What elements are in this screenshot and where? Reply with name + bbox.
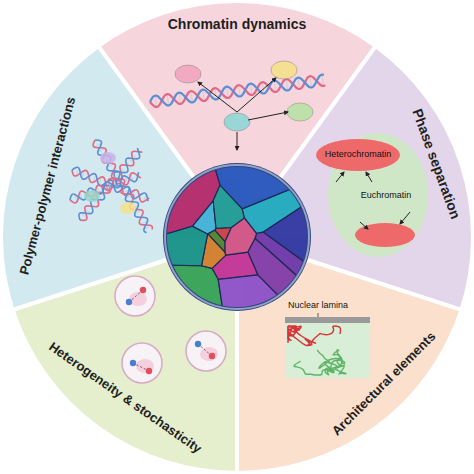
sector-fill [237, 237, 461, 473]
cell [186, 331, 226, 371]
condensation-arrow [360, 222, 368, 229]
protein-blob [224, 113, 250, 131]
cell [115, 276, 155, 316]
protein-blob [175, 65, 201, 83]
chromatin-fiber [325, 350, 345, 375]
helix-rung [239, 85, 240, 97]
phase-separation-art [316, 133, 428, 257]
condensation-arrow [400, 212, 410, 224]
dna-strand [79, 148, 140, 220]
sector-heading: Chromatin dynamics [168, 17, 306, 32]
helix-rung [227, 86, 228, 98]
helix-rung [310, 76, 311, 88]
heterochromatin-blob [316, 139, 400, 171]
helix-rung [167, 94, 168, 106]
nucleus-rim [165, 165, 309, 309]
helix-rung [250, 83, 251, 95]
chromatin-patch [200, 347, 218, 361]
locus-dot [140, 287, 146, 293]
helix-rung [155, 95, 156, 107]
chromosome-territory [248, 238, 313, 313]
condensation-arrow [366, 172, 372, 182]
protein-blob [84, 190, 100, 202]
protein-blob [271, 61, 297, 79]
heterochromatin-blob [355, 223, 415, 247]
dna-strand [150, 76, 325, 107]
chromatin-dynamics-art [150, 61, 325, 150]
protein-blob [287, 103, 313, 121]
lamina-band [285, 317, 370, 323]
motion-arrow [237, 78, 276, 112]
locus-dot [146, 368, 152, 374]
dna-strand [70, 173, 141, 203]
nucleus [161, 161, 313, 313]
helix-rung [274, 80, 275, 92]
helix-rung [215, 88, 216, 100]
sector-fill [13, 237, 237, 473]
dna-strand [150, 75, 324, 106]
chromatin-fiber [288, 326, 341, 346]
nuclear-interior [285, 322, 370, 378]
condensation-arrow [336, 172, 344, 182]
region-label: Euchromatin [361, 191, 412, 201]
cell [122, 343, 162, 383]
polymer-art [70, 140, 152, 233]
dna-strand [72, 167, 148, 201]
locus-dot [195, 341, 201, 347]
helix-rung [286, 79, 287, 91]
helix-rung [191, 91, 192, 103]
motion-arrow [198, 82, 237, 112]
chromatin-patch [129, 292, 147, 306]
helix-rung [262, 82, 263, 94]
chromosome-territory [213, 185, 244, 228]
chromosome-territory [208, 230, 225, 252]
sector-heading: Polymer-polymer interactions [17, 96, 78, 277]
dna-strand [70, 172, 139, 200]
protein-blob [120, 202, 136, 214]
protein-blob [100, 152, 116, 164]
helix-rung [203, 89, 204, 101]
locus-dot [126, 299, 132, 305]
helix-rung [179, 92, 180, 104]
chromosome-territory [161, 161, 220, 236]
leader-line [318, 313, 319, 317]
helix-rung [322, 74, 323, 86]
architectural-art [285, 313, 370, 378]
dna-strand [93, 140, 152, 229]
helix-rung [298, 77, 299, 89]
motion-arrow [237, 132, 238, 150]
motion-arrow [248, 112, 288, 120]
region-label: Heterochromatin [325, 150, 392, 160]
region-label: Nuclear lamina [288, 301, 348, 311]
locus-dot [209, 353, 215, 359]
locus-dot [130, 360, 136, 366]
chromatin-fiber [294, 350, 346, 375]
